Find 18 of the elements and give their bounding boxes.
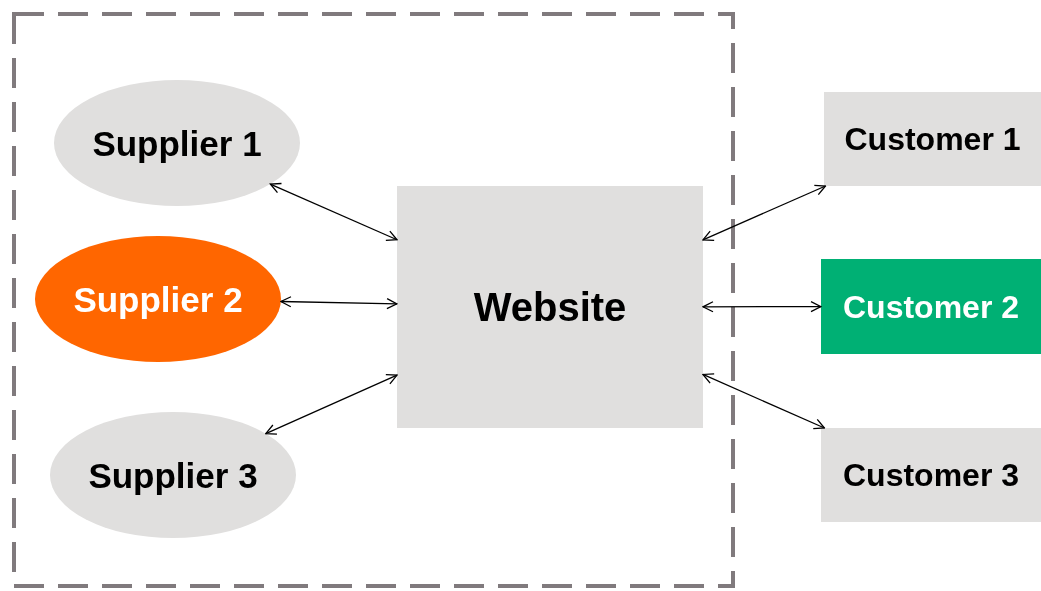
node-label: Customer 1 [844, 123, 1021, 155]
dashed-group-frame [12, 12, 735, 588]
double-arrow [280, 296, 398, 310]
double-arrow [702, 373, 826, 430]
node-label: Website [473, 287, 627, 327]
process-box [821, 259, 1041, 354]
node-label: Supplier 2 [73, 281, 243, 317]
node-label: Customer 3 [842, 459, 1019, 491]
node-label: Supplier 1 [92, 125, 262, 161]
process-box [397, 186, 703, 428]
node-label: Supplier 3 [88, 457, 258, 493]
double-arrow [702, 184, 827, 241]
double-arrow [269, 182, 398, 241]
double-arrow [265, 374, 398, 435]
process-box [821, 428, 1041, 522]
node-label: Customer 2 [842, 290, 1019, 323]
double-arrow [702, 301, 822, 313]
process-box [824, 92, 1041, 186]
